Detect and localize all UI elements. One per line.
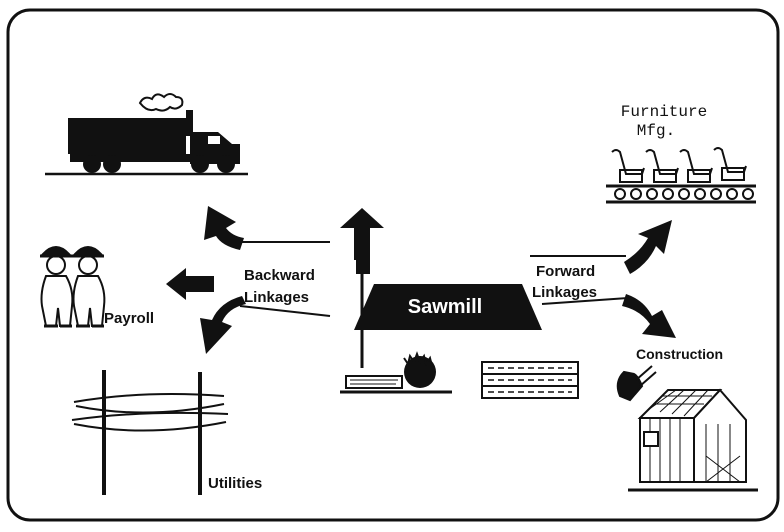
utility-poles-icon [71,370,229,495]
sawmill-building [340,208,542,368]
furniture-label-line2: Mfg. [637,122,675,140]
furniture-label-line1: Furniture [621,103,707,121]
backward-arrows [166,206,331,354]
workers-icon [40,246,106,328]
truck-icon [45,93,248,176]
payroll-label: Payroll [104,310,154,327]
backward-line2: Linkages [244,289,309,306]
arrow-to-truck [204,206,244,250]
arrow-to-furniture [624,220,672,274]
forward-line2: Linkages [532,284,597,301]
backward-line1: Backward [244,267,315,284]
utilities-label: Utilities [208,475,262,492]
house-construction-icon [616,365,758,492]
sawmill-label: Sawmill [408,296,482,318]
forward-line1: Forward [536,263,595,280]
arrow-to-utilities [200,296,246,354]
furniture-conveyor-icon [606,147,756,204]
arrow-to-payroll [166,268,214,300]
saw-blade-icon [340,351,452,394]
forward-arrows [530,220,676,338]
arrow-to-construction [622,294,676,338]
construction-label: Construction [636,346,723,362]
lumber-stack-icon [481,361,579,399]
diagram-frame [6,8,780,522]
